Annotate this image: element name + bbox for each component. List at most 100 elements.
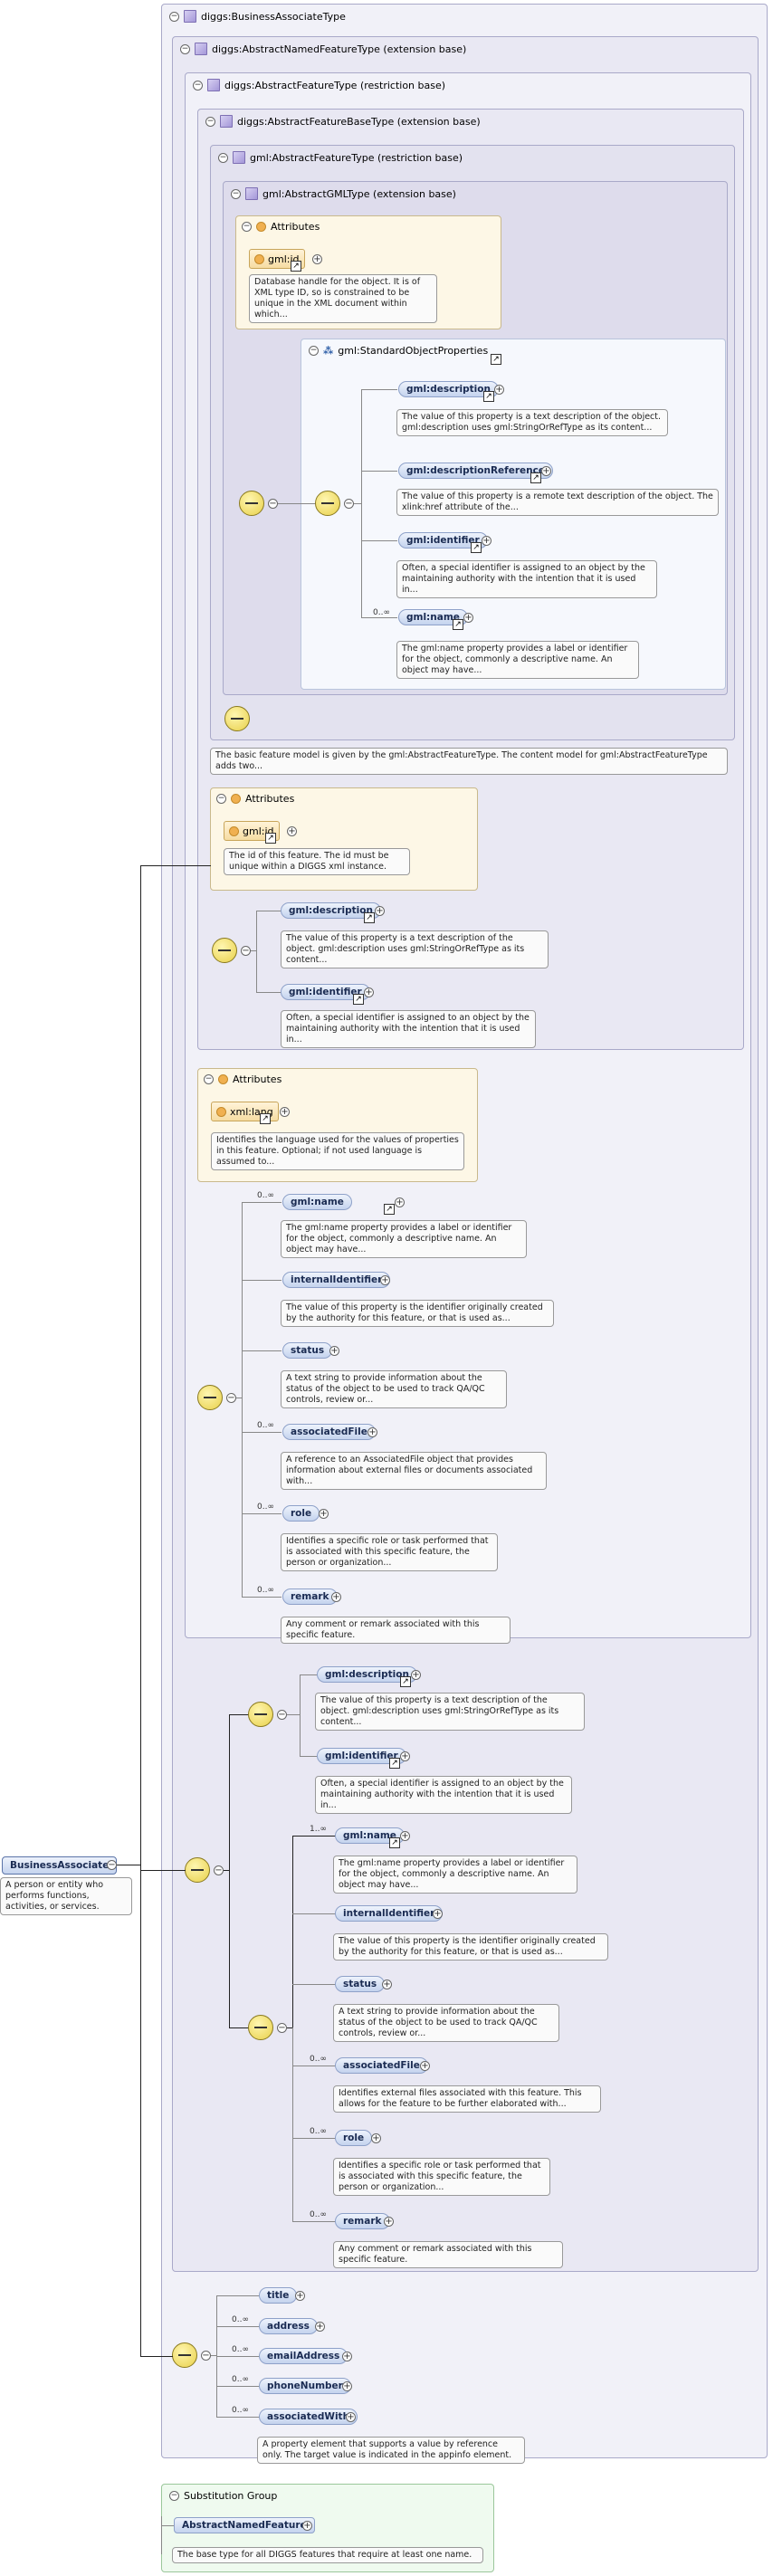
element-gml-identifier[interactable]: gml:identifier xyxy=(317,1748,406,1764)
element-internal-identifier[interactable]: internalIdentifier xyxy=(335,1905,444,1922)
expand-icon[interactable]: + xyxy=(312,254,322,264)
expand-icon[interactable]: + xyxy=(400,1751,410,1761)
collapse-icon[interactable]: − xyxy=(204,1074,214,1084)
element-gml-description[interactable]: gml:description xyxy=(281,902,381,919)
element-doc: The value of this property is the identi… xyxy=(333,1933,608,1961)
link-icon[interactable]: ↗ xyxy=(400,1676,411,1687)
expand-icon[interactable]: + xyxy=(400,1831,410,1841)
collapse-icon[interactable]: − xyxy=(277,1710,287,1720)
collapse-icon[interactable]: − xyxy=(201,2351,211,2361)
expand-icon[interactable]: + xyxy=(331,1592,341,1602)
expand-icon[interactable]: + xyxy=(420,2061,430,2071)
link-icon[interactable]: ↗ xyxy=(260,1113,271,1124)
expand-icon[interactable]: + xyxy=(371,2133,381,2143)
link-icon[interactable]: ↗ xyxy=(389,1758,400,1769)
root-element-business-associate[interactable]: BusinessAssociate xyxy=(2,1856,118,1875)
expand-icon[interactable]: + xyxy=(482,536,491,546)
expand-icon[interactable]: + xyxy=(319,1509,329,1519)
expand-icon[interactable]: + xyxy=(375,906,385,916)
element-gml-name[interactable]: gml:name xyxy=(398,609,468,625)
collapse-icon[interactable]: − xyxy=(231,188,241,199)
element-role[interactable]: role xyxy=(335,2130,373,2146)
sequence-compositor-icon[interactable] xyxy=(239,491,264,516)
expand-icon[interactable]: + xyxy=(315,2322,325,2332)
collapse-icon[interactable]: − xyxy=(226,1393,236,1403)
sequence-compositor-icon[interactable] xyxy=(172,2342,197,2368)
element-phone-number[interactable]: phoneNumber xyxy=(259,2378,351,2394)
element-title[interactable]: title xyxy=(259,2287,298,2304)
expand-icon[interactable]: + xyxy=(329,1346,339,1356)
sequence-compositor-icon[interactable] xyxy=(185,1857,210,1883)
expand-icon[interactable]: + xyxy=(463,613,473,623)
collapse-icon[interactable]: − xyxy=(169,2491,179,2501)
expand-icon[interactable]: + xyxy=(287,826,297,836)
link-icon[interactable]: ↗ xyxy=(353,994,364,1005)
expand-icon[interactable]: + xyxy=(367,1427,377,1437)
element-internal-identifier[interactable]: internalIdentifier xyxy=(282,1272,391,1288)
expand-icon[interactable]: + xyxy=(280,1107,290,1117)
sequence-compositor-icon[interactable] xyxy=(197,1385,223,1410)
cardinality-label: 0..∞ xyxy=(257,1191,274,1200)
collapse-icon[interactable]: − xyxy=(277,2023,287,2033)
element-gml-identifier[interactable]: gml:identifier xyxy=(398,532,488,549)
expand-icon[interactable]: + xyxy=(395,1197,405,1207)
collapse-icon[interactable]: − xyxy=(180,43,190,54)
collapse-icon[interactable]: − xyxy=(214,1865,224,1875)
element-email-address[interactable]: emailAddress xyxy=(259,2348,348,2364)
expand-icon[interactable]: + xyxy=(494,385,504,395)
expand-icon[interactable]: + xyxy=(433,1909,443,1919)
expand-icon[interactable]: + xyxy=(342,2352,352,2361)
link-icon[interactable]: ↗ xyxy=(389,1837,400,1848)
element-associated-with[interactable]: associatedWith xyxy=(259,2409,358,2425)
element-status[interactable]: status xyxy=(335,1976,386,1992)
collapse-icon[interactable]: − xyxy=(344,499,354,509)
collapse-icon[interactable]: − xyxy=(205,116,215,127)
sequence-compositor-icon[interactable] xyxy=(248,1702,273,1727)
link-icon[interactable]: ↗ xyxy=(483,391,494,402)
expand-icon[interactable]: + xyxy=(302,2521,312,2531)
element-remark[interactable]: remark xyxy=(282,1589,338,1605)
collapse-icon[interactable]: − xyxy=(309,346,319,356)
sequence-compositor-icon[interactable] xyxy=(315,491,340,516)
collapse-icon[interactable]: − xyxy=(268,499,278,509)
link-icon[interactable]: ↗ xyxy=(530,472,541,483)
element-gml-identifier[interactable]: gml:identifier xyxy=(281,984,370,1000)
expand-icon[interactable]: + xyxy=(364,987,374,997)
expand-icon[interactable]: + xyxy=(541,466,551,476)
element-gml-name[interactable]: gml:name xyxy=(282,1194,352,1210)
expand-icon[interactable]: + xyxy=(380,1275,390,1285)
expand-icon[interactable]: + xyxy=(295,2291,305,2301)
expand-icon[interactable]: + xyxy=(384,2217,394,2227)
collapse-icon[interactable]: − xyxy=(193,80,203,91)
element-gml-description-reference[interactable]: gml:descriptionReference xyxy=(398,463,553,479)
element-role[interactable]: role xyxy=(282,1505,320,1522)
expand-icon[interactable]: + xyxy=(382,1980,392,1989)
collapse-icon[interactable]: − xyxy=(241,946,251,956)
collapse-icon[interactable]: − xyxy=(218,152,228,163)
collapse-icon[interactable]: − xyxy=(107,1860,117,1870)
link-icon[interactable]: ↗ xyxy=(265,833,276,844)
element-remark[interactable]: remark xyxy=(335,2213,390,2229)
collapse-icon[interactable]: − xyxy=(242,222,252,232)
sequence-compositor-icon[interactable] xyxy=(248,2015,273,2040)
element-address[interactable]: address xyxy=(259,2318,318,2334)
element-associated-file[interactable]: associatedFile xyxy=(282,1424,376,1440)
link-icon[interactable]: ↗ xyxy=(453,619,463,630)
link-icon[interactable]: ↗ xyxy=(291,261,301,272)
sequence-compositor-icon[interactable] xyxy=(224,706,250,731)
link-icon[interactable]: ↗ xyxy=(384,1204,395,1215)
element-gml-name[interactable]: gml:name xyxy=(335,1827,405,1844)
collapse-icon[interactable]: − xyxy=(216,794,226,804)
link-icon[interactable]: ↗ xyxy=(491,354,501,365)
element-abstract-named-feature[interactable]: AbstractNamedFeature xyxy=(174,2517,315,2533)
element-gml-description[interactable]: gml:description xyxy=(398,381,499,397)
expand-icon[interactable]: + xyxy=(346,2412,356,2422)
sequence-compositor-icon[interactable] xyxy=(212,938,237,963)
element-associated-file[interactable]: associatedFile xyxy=(335,2057,428,2074)
link-icon[interactable]: ↗ xyxy=(471,542,482,553)
element-status[interactable]: status xyxy=(282,1342,333,1359)
collapse-icon[interactable]: − xyxy=(169,11,179,22)
link-icon[interactable]: ↗ xyxy=(364,912,375,923)
expand-icon[interactable]: + xyxy=(342,2381,352,2391)
expand-icon[interactable]: + xyxy=(411,1670,421,1680)
